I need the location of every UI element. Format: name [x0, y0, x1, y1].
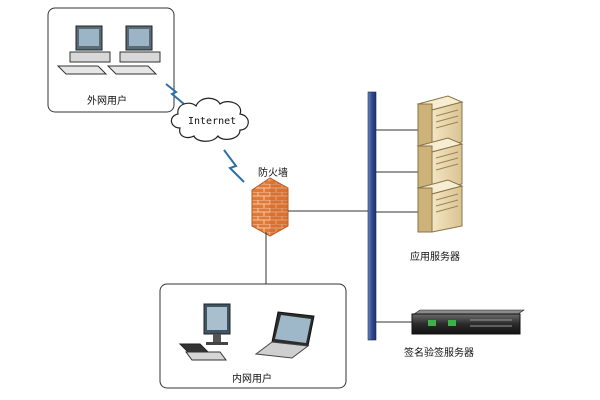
desktop-computer-icon [56, 25, 111, 75]
network-bus [367, 91, 377, 341]
sign-server-label: 签名验签服务器 [404, 348, 474, 359]
firewall-icon [251, 177, 289, 237]
internal-users-label: 内网用户 [232, 374, 272, 385]
tower-server-icon [416, 95, 464, 149]
desktop-computer-icon [178, 303, 231, 361]
external-users-label: 外网用户 [87, 96, 127, 107]
external-users-box [47, 7, 175, 113]
tower-server-icon [416, 137, 464, 191]
tower-server-icon [416, 179, 464, 233]
firewall-label: 防火墙 [258, 168, 288, 179]
internet-label: Internet [188, 116, 237, 127]
cloud-icon [170, 97, 249, 142]
rack-server-icon [411, 309, 525, 335]
laptop-icon [254, 311, 315, 359]
internal-users-box [159, 283, 347, 389]
lightning-link-icon [165, 83, 185, 105]
lightning-link-icon [223, 149, 245, 183]
desktop-computer-icon [106, 25, 161, 75]
app-servers-label: 应用服务器 [410, 252, 460, 263]
